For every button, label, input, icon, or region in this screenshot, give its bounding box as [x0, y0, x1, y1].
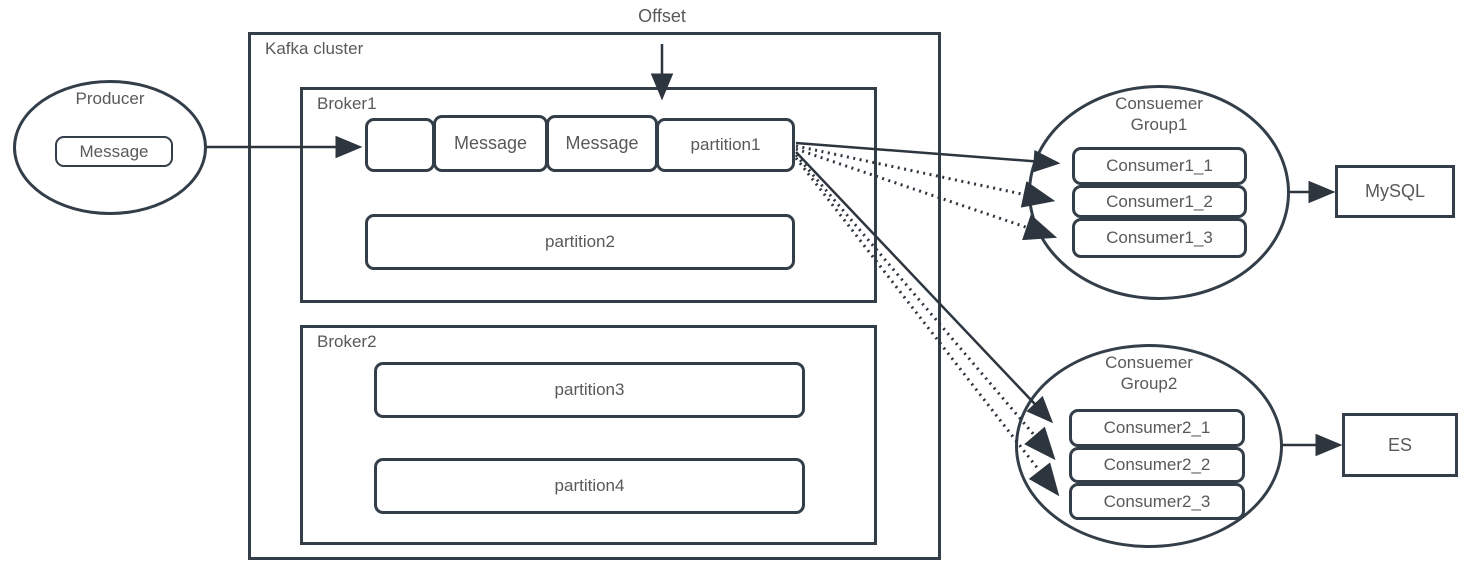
message-box-1: Message [433, 115, 548, 172]
consumer1-3-label: Consumer1_3 [1106, 228, 1213, 248]
consumer-group2-label-line2: Group2 [1120, 374, 1178, 394]
producer-ellipse: Producer [13, 80, 207, 215]
offset-label: Offset [638, 6, 686, 26]
producer-label: Producer [75, 89, 145, 108]
producer-message-box: Message [55, 136, 173, 167]
producer-message-label: Message [79, 141, 149, 161]
consumer1-3-box: Consumer1_3 [1072, 218, 1247, 258]
es-label: ES [1387, 434, 1412, 455]
partition3-box: partition3 [374, 362, 805, 418]
consumer-group1-label-line2: Group1 [1130, 115, 1188, 135]
message-box-2: Message [546, 115, 658, 172]
partition1-empty-slot [365, 118, 435, 172]
partition1-label: partition1 [690, 135, 761, 155]
consumer1-2-label: Consumer1_2 [1106, 191, 1213, 211]
partition1-box: partition1 [656, 118, 795, 172]
partition4-label: partition4 [554, 476, 625, 496]
consumer-group2-label: Consuemer Group2 [1018, 352, 1280, 395]
mysql-box: MySQL [1335, 165, 1455, 218]
consumer2-3-label: Consumer2_3 [1103, 491, 1211, 511]
consumer2-2-box: Consumer2_2 [1069, 447, 1245, 483]
consumer2-1-box: Consumer2_1 [1069, 409, 1245, 447]
consumer2-2-label: Consumer2_2 [1103, 455, 1211, 475]
es-box: ES [1342, 413, 1458, 477]
consumer-group1-label: Consuemer Group1 [1031, 93, 1287, 136]
message-box-1-label: Message [453, 133, 528, 154]
partition2-label: partition2 [545, 232, 615, 252]
broker1-label: Broker1 [317, 94, 377, 113]
consumer1-2-box: Consumer1_2 [1072, 185, 1247, 218]
broker2-label: Broker2 [317, 332, 377, 351]
partition2-box: partition2 [365, 214, 795, 270]
mysql-label: MySQL [1364, 181, 1425, 202]
consumer1-1-label: Consumer1_1 [1106, 156, 1213, 176]
consumer2-1-label: Consumer2_1 [1103, 418, 1211, 438]
partition3-label: partition3 [554, 380, 625, 400]
consumer-group2-label-line1: Consuemer [1105, 353, 1193, 372]
consumer2-3-box: Consumer2_3 [1069, 483, 1245, 520]
kafka-cluster-label: Kafka cluster [265, 39, 364, 58]
message-box-2-label: Message [565, 133, 639, 154]
partition4-box: partition4 [374, 458, 805, 514]
consumer-group1-label-line1: Consuemer [1115, 94, 1203, 113]
consumer1-1-box: Consumer1_1 [1072, 147, 1247, 185]
